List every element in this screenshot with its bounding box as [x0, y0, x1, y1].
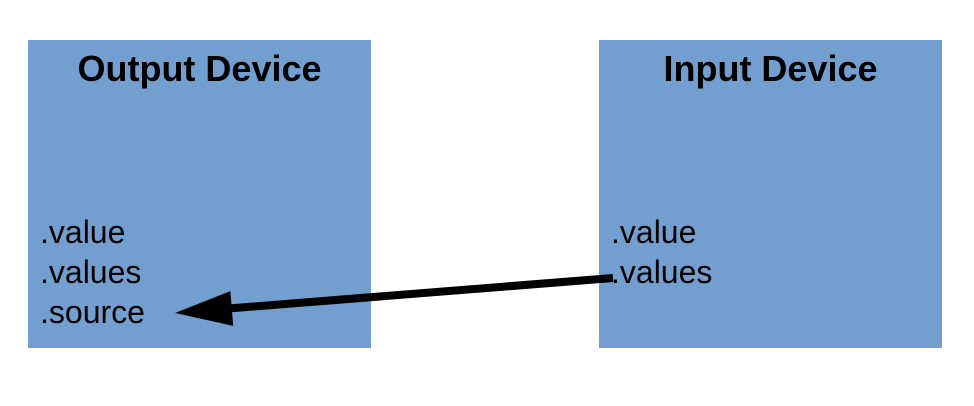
member-label: .source: [40, 294, 145, 330]
input-device-title: Input Device: [663, 48, 878, 89]
member-label: .values: [40, 254, 142, 290]
output-device-member-list: .value .values .source: [40, 212, 145, 332]
output-device-box: Output Device .value .values .source: [28, 40, 371, 348]
member-label: .value: [611, 214, 697, 250]
member-label: .value: [40, 214, 126, 250]
input-device-box: Input Device .value .values: [599, 40, 942, 348]
member-label: .values: [611, 254, 713, 290]
output-device-title: Output Device: [77, 48, 322, 89]
input-device-member-list: .value .values: [611, 212, 712, 292]
